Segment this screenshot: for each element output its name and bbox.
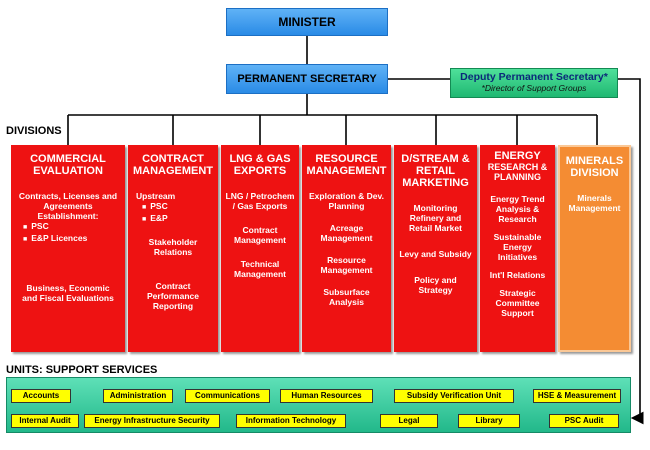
division-item: Sustainable Energy Initiatives	[493, 232, 542, 262]
division-energy-research-planning: ENERGY RESEARCH & PLANNING Energy Trend …	[480, 145, 555, 352]
divisions-label: DIVISIONS	[6, 125, 62, 137]
division-item: Int'l Relations	[489, 270, 546, 280]
deputy-note: *Director of Support Groups	[481, 83, 587, 93]
unit-legal: Legal	[380, 414, 438, 428]
division-item: Levy and Subsidy	[399, 249, 472, 259]
division-title: COMMERCIAL EVALUATION	[30, 153, 106, 177]
unit-subsidy-verification: Subsidy Verification Unit	[394, 389, 514, 403]
division-item: Stakeholder Relations	[148, 237, 198, 257]
division-title: ENERGY	[494, 150, 541, 162]
minister-box: MINISTER	[226, 8, 388, 36]
division-item: Upstream	[136, 191, 176, 201]
deputy-title: Deputy Permanent Secretary*	[460, 71, 608, 83]
division-title: LNG & GAS EXPORTS	[229, 153, 291, 177]
division-item: E&P Licences	[23, 233, 121, 245]
unit-hse-measurement: HSE & Measurement	[533, 389, 621, 403]
division-item: Policy and Strategy	[414, 275, 457, 295]
division-item: Strategic Committee Support	[495, 288, 540, 318]
division-minerals: MINERALS DIVISION Minerals Management	[558, 145, 631, 352]
division-commercial-evaluation: COMMERCIAL EVALUATION Contracts, License…	[11, 145, 125, 352]
division-resource-management: RESOURCE MANAGEMENT Exploration & Dev. P…	[302, 145, 391, 352]
division-item: PSC	[136, 201, 214, 213]
division-item: Contract Performance Reporting	[147, 281, 199, 311]
unit-accounts: Accounts	[11, 389, 71, 403]
unit-human-resources: Human Resources	[280, 389, 373, 403]
division-title: MINERALS DIVISION	[565, 155, 624, 179]
units-label: UNITS: SUPPORT SERVICES	[6, 364, 158, 376]
line-deputy-to-units	[618, 78, 641, 418]
unit-communications: Communications	[185, 389, 270, 403]
division-item: Technical Management	[234, 259, 286, 279]
permanent-secretary-box: PERMANENT SECRETARY	[226, 64, 388, 94]
division-item: E&P	[136, 213, 214, 225]
division-item: Energy Trend Analysis & Research	[490, 194, 545, 224]
division-subtitle: RESEARCH & PLANNING	[487, 162, 548, 182]
division-item: Contract Management	[234, 225, 286, 245]
division-item: Resource Management	[320, 255, 373, 275]
deputy-permanent-secretary-box: Deputy Permanent Secretary* *Director of…	[450, 68, 618, 98]
division-item: Subsurface Analysis	[323, 287, 370, 307]
division-item: LNG / Petrochem / Gas Exports	[225, 191, 295, 211]
division-contract-management: CONTRACT MANAGEMENT Upstream PSC E&P Sta…	[128, 145, 218, 352]
unit-information-technology: Information Technology	[236, 414, 346, 428]
division-item: Minerals Management	[568, 193, 621, 213]
division-title: D/STREAM & RETAIL MARKETING	[401, 153, 470, 189]
division-item: Exploration & Dev. Planning	[309, 191, 384, 211]
support-services-panel: Accounts Administration Communications H…	[6, 377, 631, 433]
division-item: Acreage Management	[320, 223, 373, 243]
division-title: CONTRACT MANAGEMENT	[132, 153, 214, 177]
unit-library: Library	[458, 414, 520, 428]
unit-energy-infrastructure-security: Energy Infrastructure Security	[84, 414, 220, 428]
unit-internal-audit: Internal Audit	[11, 414, 79, 428]
division-dstream-retail-marketing: D/STREAM & RETAIL MARKETING Monitoring R…	[394, 145, 477, 352]
division-item: Contracts, Licenses and Agreements Estab…	[18, 191, 118, 221]
division-item: PSC	[23, 221, 121, 233]
unit-psc-audit: PSC Audit	[549, 414, 619, 428]
division-item: Business, Economic and Fiscal Evaluation…	[22, 283, 114, 303]
division-lng-gas-exports: LNG & GAS EXPORTS LNG / Petrochem / Gas …	[221, 145, 299, 352]
division-item: Monitoring Refinery and Retail Market	[409, 203, 462, 233]
unit-administration: Administration	[103, 389, 173, 403]
division-title: RESOURCE MANAGEMENT	[306, 153, 387, 177]
